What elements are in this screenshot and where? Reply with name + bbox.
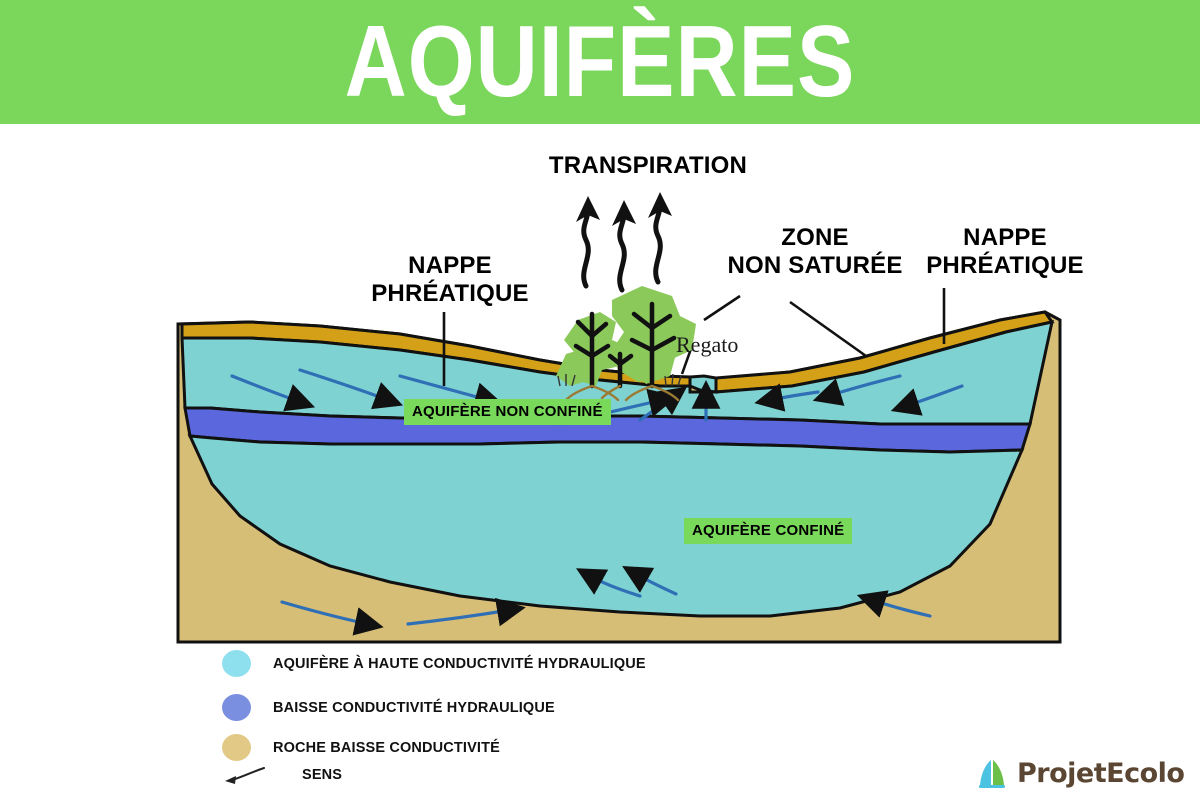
confined-aquifer-layer	[187, 434, 1025, 618]
page-title: AQUIFÈRES	[344, 5, 856, 119]
legend-item-flow-direction: SENS	[222, 764, 342, 786]
legend-label: BAISSE CONDUCTIVITÉ HYDRAULIQUE	[273, 699, 555, 716]
legend-swatch-circle-icon	[222, 650, 251, 677]
groundwater-flow-arrows-upper-left	[230, 368, 504, 412]
label-nappe-phreatique-left: NAPPE PHRÉATIQUE	[371, 252, 529, 307]
legend-item-low-conductivity: BAISSE CONDUCTIVITÉ HYDRAULIQUE	[222, 694, 555, 721]
leaf-logo-icon	[979, 759, 1005, 788]
brand-name: ProjetEcolo	[1017, 758, 1185, 789]
legend-item-rock: ROCHE BAISSE CONDUCTIVITÉ	[222, 734, 500, 761]
tag-aquifere-non-confine: AQUIFÈRE NON CONFINÉ	[404, 399, 611, 425]
brand-logo: ProjetEcolo	[975, 758, 1185, 789]
legend-swatch-circle-icon	[222, 734, 251, 761]
legend-item-high-conductivity: AQUIFÈRE À HAUTE CONDUCTIVITÉ HYDRAULIQU…	[222, 650, 646, 677]
legend-label: ROCHE BAISSE CONDUCTIVITÉ	[273, 739, 500, 756]
flow-arrow-icon	[225, 767, 265, 784]
transpiration-arrowheads	[576, 192, 672, 226]
vegetation-trees	[556, 286, 696, 402]
aquifer-diagram: TRANSPIRATION NAPPE PHRÉATIQUE ZONE NON …	[0, 124, 1200, 800]
tag-aquifere-confine: AQUIFÈRE CONFINÉ	[684, 518, 853, 544]
legend-label: AQUIFÈRE À HAUTE CONDUCTIVITÉ HYDRAULIQU…	[273, 655, 646, 672]
page-header: AQUIFÈRES	[0, 0, 1200, 124]
label-nappe-phreatique-right: NAPPE PHRÉATIQUE	[926, 224, 1084, 279]
label-transpiration: TRANSPIRATION	[548, 152, 748, 179]
label-zone-non-saturee: ZONE NON SATURÉE	[727, 224, 903, 279]
legend-swatch-circle-icon	[222, 694, 251, 721]
groundwater-flow-arrows-upper-right	[754, 374, 964, 416]
aquifer-cross-section-svg	[176, 192, 1062, 644]
label-regato: Regato	[676, 332, 739, 357]
legend-label: SENS	[302, 767, 343, 783]
groundwater-flow-arrows-lower	[280, 566, 932, 636]
transpiration-arrows	[581, 203, 663, 293]
